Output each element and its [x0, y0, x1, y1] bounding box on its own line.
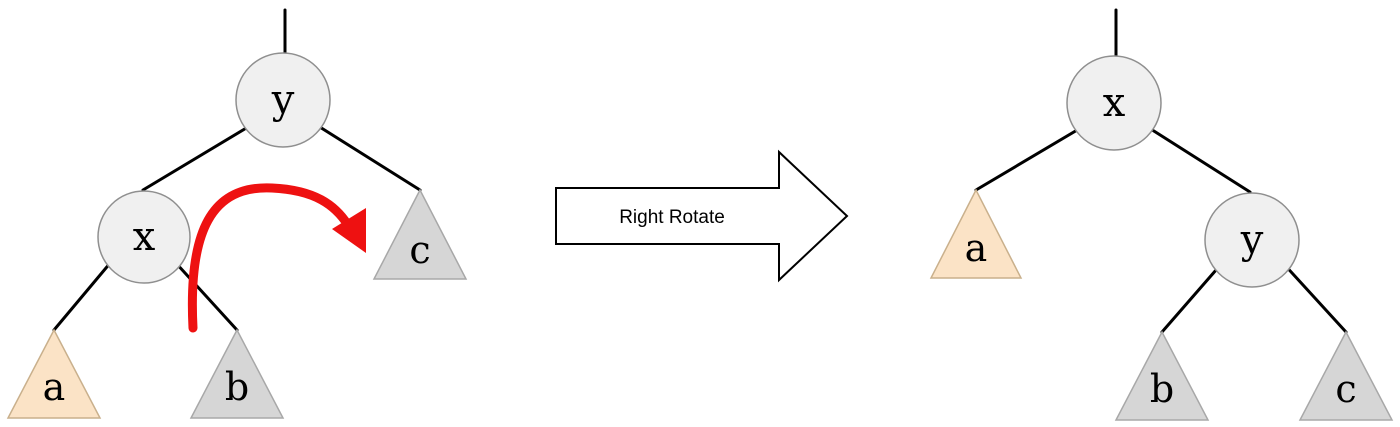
- edge-y-b: [1160, 260, 1225, 334]
- node-x: x: [1066, 55, 1162, 151]
- node-y: y: [235, 52, 331, 148]
- edge-y-x: [141, 122, 255, 192]
- edge-x-y: [1144, 124, 1252, 194]
- node-y: y: [1204, 192, 1300, 288]
- node-x-label: x: [133, 214, 156, 260]
- subtree-c-label: c: [1335, 367, 1356, 411]
- edge-x-a: [974, 124, 1086, 192]
- before-tree: y x c a b: [6, 8, 468, 419]
- subtree-b: b: [189, 328, 285, 419]
- subtree-a: a: [929, 188, 1023, 279]
- subtree-c: c: [1298, 330, 1394, 421]
- right-rotate-label: Right Rotate: [619, 207, 725, 228]
- subtree-b-label: b: [225, 365, 249, 409]
- subtree-c: c: [372, 188, 468, 280]
- subtree-a-label: a: [965, 226, 988, 270]
- node-x: x: [97, 190, 191, 284]
- subtree-a-label: a: [43, 365, 66, 409]
- edge-x-a: [52, 260, 113, 332]
- node-y-label: y: [1240, 217, 1264, 263]
- after-tree: x a y b c: [929, 8, 1394, 421]
- node-y-label: y: [271, 77, 295, 123]
- subtree-a: a: [6, 328, 102, 419]
- rotation-curve-arrow: [187, 183, 366, 333]
- edge-y-c: [1280, 260, 1348, 334]
- subtree-b: b: [1114, 330, 1210, 421]
- edge-y-c: [313, 122, 422, 192]
- subtree-b-label: b: [1150, 367, 1174, 411]
- edge-x-b: [173, 260, 239, 332]
- subtree-c-label: c: [409, 228, 430, 272]
- right-rotate-arrow: Right Rotate: [555, 149, 849, 283]
- node-x-label: x: [1103, 80, 1126, 126]
